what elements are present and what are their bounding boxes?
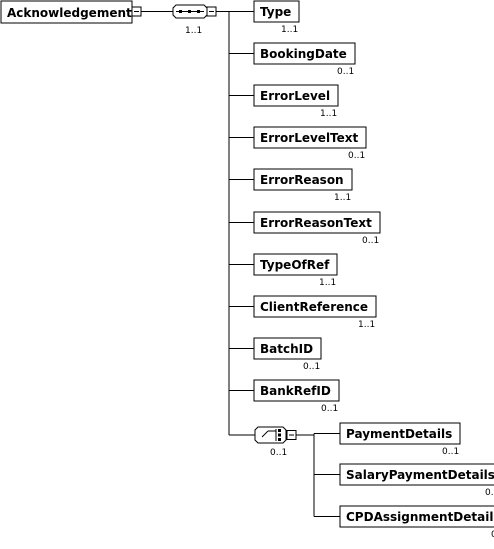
- choice-options: PaymentDetails0..1SalaryPaymentDetails0.…: [339, 422, 494, 540]
- element-booking-date[interactable]: BookingDate 0..1: [253, 42, 356, 77]
- element-bank-ref-id-label: BankRefID: [260, 384, 331, 398]
- element-booking-date-occurrence: 0..1: [337, 67, 354, 77]
- element-error-reason-text-occurrence: 0..1: [362, 236, 379, 246]
- element-type-of-ref-label: TypeOfRef: [260, 258, 330, 272]
- element-error-level-box: [253, 84, 339, 107]
- element-error-level-occurrence: 1..1: [320, 109, 337, 119]
- element-type-of-ref-occurrence: 1..1: [319, 278, 336, 288]
- root-element-label: Acknowledgement: [7, 6, 132, 20]
- element-type-box: [253, 0, 300, 23]
- element-error-level-label: ErrorLevel: [260, 89, 330, 103]
- element-error-level-text-label: ErrorLevelText: [260, 131, 359, 145]
- element-error-level[interactable]: ErrorLevel 1..1: [253, 84, 339, 119]
- option-cpdassignment-details-box: [339, 505, 494, 528]
- sequence-occurrence: 1..1: [185, 26, 202, 36]
- element-batch-id-occurrence: 0..1: [303, 362, 320, 372]
- element-error-level-text[interactable]: ErrorLevelText 0..1: [253, 126, 367, 161]
- option-cpdassignment-details-occurrence: 0..1: [491, 530, 494, 540]
- option-payment-details[interactable]: PaymentDetails 0..1: [339, 422, 461, 457]
- option-salary-payment-details-box: [339, 463, 494, 486]
- element-bank-ref-id-box: [253, 379, 340, 402]
- element-batch-id-box: [253, 337, 322, 360]
- element-type-label: Type: [260, 5, 291, 19]
- option-payment-details-box: [339, 422, 461, 445]
- element-batch-id-label: BatchID: [260, 342, 313, 356]
- element-bank-ref-id[interactable]: BankRefID 0..1: [253, 379, 340, 414]
- element-type-of-ref-box: [253, 253, 338, 276]
- option-salary-payment-details-label: SalaryPaymentDetails: [346, 468, 494, 482]
- element-client-reference[interactable]: ClientReference 1..1: [253, 295, 377, 330]
- choice-expand-toggle[interactable]: [286, 430, 297, 440]
- root-element[interactable]: Acknowledgement: [0, 0, 133, 24]
- element-client-reference-label: ClientReference: [260, 300, 368, 314]
- element-bank-ref-id-occurrence: 0..1: [321, 404, 338, 414]
- element-error-reason-text[interactable]: ErrorReasonText 0..1: [253, 211, 381, 246]
- element-error-reason-box: [253, 168, 353, 191]
- element-batch-id[interactable]: BatchID 0..1: [253, 337, 322, 372]
- element-booking-date-box: [253, 42, 356, 65]
- element-error-level-text-box: [253, 126, 367, 149]
- option-payment-details-occurrence: 0..1: [442, 447, 459, 457]
- sequence-compositor[interactable]: [172, 4, 208, 19]
- option-cpdassignment-details[interactable]: CPDAssignmentDetails 0..1: [339, 505, 494, 540]
- element-type-occurrence: 1..1: [281, 25, 298, 35]
- option-cpdassignment-details-label: CPDAssignmentDetails: [346, 510, 494, 524]
- sequence-icon: [176, 10, 204, 13]
- element-error-reason-label: ErrorReason: [260, 173, 344, 187]
- choice-occurrence: 0..1: [270, 448, 287, 458]
- element-client-reference-occurrence: 1..1: [358, 320, 375, 330]
- connectors: [141, 11, 340, 517]
- option-salary-payment-details[interactable]: SalaryPaymentDetails 0..1: [339, 463, 494, 498]
- root-expand-toggle[interactable]: [131, 6, 142, 17]
- element-error-level-text-occurrence: 0..1: [348, 151, 365, 161]
- sequence-expand-toggle[interactable]: [206, 6, 217, 17]
- child-elements: Type1..1BookingDate0..1ErrorLevel1..1Err…: [253, 0, 381, 414]
- element-type[interactable]: Type 1..1: [253, 0, 300, 35]
- choice-compositor[interactable]: [254, 426, 287, 444]
- element-client-reference-box: [253, 295, 377, 318]
- choice-icon: [261, 429, 281, 441]
- element-error-reason-text-box: [253, 211, 381, 234]
- option-salary-payment-details-occurrence: 0..1: [485, 488, 494, 498]
- element-error-reason[interactable]: ErrorReason 1..1: [253, 168, 353, 203]
- option-payment-details-label: PaymentDetails: [346, 427, 452, 441]
- element-error-reason-text-label: ErrorReasonText: [260, 216, 372, 230]
- element-error-reason-occurrence: 1..1: [334, 193, 351, 203]
- element-type-of-ref[interactable]: TypeOfRef 1..1: [253, 253, 338, 288]
- element-booking-date-label: BookingDate: [260, 47, 347, 61]
